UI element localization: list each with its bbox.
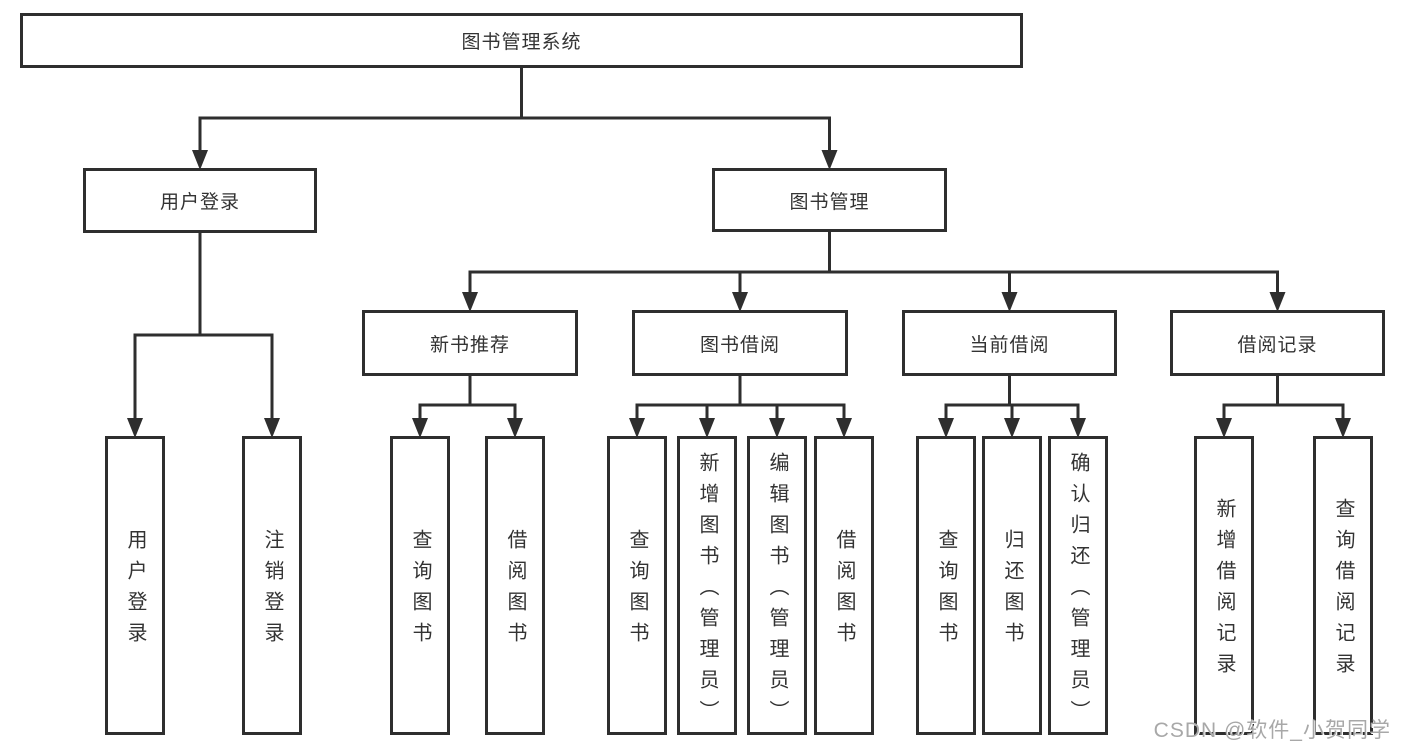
node-logout-action-label: 注销登录 [261, 529, 283, 653]
arrowhead-icon [629, 418, 645, 438]
arrowhead-icon [836, 418, 852, 438]
node-confirm-return-admin: 确认归还（管理员） [1048, 436, 1108, 735]
tree-connector-path [133, 66, 1345, 422]
node-add-borrow-record-label: 新增借阅记录 [1213, 498, 1235, 684]
node-query-books-3: 查询图书 [916, 436, 976, 735]
arrowhead-icon [1216, 418, 1232, 438]
arrowhead-icon [192, 150, 208, 170]
arrowhead-icon [1269, 292, 1286, 312]
node-edit-books-admin: 编辑图书（管理员） [747, 436, 807, 735]
node-borrow-books-2-label: 借阅图书 [833, 529, 855, 653]
node-query-books-1: 查询图书 [390, 436, 450, 735]
node-query-books-3-label: 查询图书 [935, 529, 957, 653]
arrowhead-icon [821, 150, 838, 170]
node-book-management-label: 图书管理 [789, 191, 870, 213]
node-edit-books-admin-label: 编辑图书（管理员） [766, 451, 788, 731]
node-borrow-books-1-label: 借阅图书 [504, 529, 526, 653]
arrowhead-icon [1335, 418, 1351, 438]
node-query-books-1-label: 查询图书 [409, 529, 431, 653]
node-add-borrow-record: 新增借阅记录 [1194, 436, 1254, 735]
node-borrowing-records: 借阅记录 [1170, 310, 1385, 376]
node-library-system: 图书管理系统 [20, 13, 1023, 68]
node-borrow-books-1: 借阅图书 [485, 436, 545, 735]
node-logout-action: 注销登录 [242, 436, 302, 735]
node-query-borrow-record: 查询借阅记录 [1313, 436, 1373, 735]
node-add-books-admin-label: 新增图书（管理员） [696, 451, 718, 731]
node-borrow-books-2: 借阅图书 [814, 436, 874, 735]
node-book-borrowing: 图书借阅 [632, 310, 848, 376]
node-add-books-admin: 新增图书（管理员） [677, 436, 737, 735]
arrowhead-icon [412, 418, 428, 438]
node-borrowing-records-label: 借阅记录 [1237, 334, 1318, 356]
node-current-borrowing-label: 当前借阅 [969, 334, 1050, 356]
node-return-books: 归还图书 [982, 436, 1042, 735]
node-query-books-2: 查询图书 [607, 436, 667, 735]
arrowhead-icon [1070, 418, 1086, 438]
node-book-management: 图书管理 [712, 168, 947, 232]
node-current-borrowing: 当前借阅 [902, 310, 1117, 376]
node-query-books-2-label: 查询图书 [626, 529, 648, 653]
node-user-login-action: 用户登录 [105, 436, 165, 735]
node-new-book-recommend: 新书推荐 [362, 310, 578, 376]
node-user-login-action-label: 用户登录 [124, 529, 146, 653]
arrowhead-icon [732, 292, 748, 312]
node-user-login-label: 用户登录 [159, 192, 240, 213]
watermark: CSDN @软件_小贺同学 [1153, 719, 1391, 742]
node-confirm-return-admin-label: 确认归还（管理员） [1067, 451, 1089, 731]
node-library-system-label: 图书管理系统 [461, 32, 582, 53]
arrowhead-icon [1001, 292, 1018, 312]
node-return-books-label: 归还图书 [1001, 529, 1023, 653]
arrowhead-icon [1004, 418, 1020, 438]
node-user-login: 用户登录 [83, 168, 317, 233]
arrowhead-icon [699, 418, 715, 438]
arrowhead-icon [938, 418, 954, 438]
node-book-borrowing-label: 图书借阅 [699, 334, 780, 356]
arrowhead-icon [507, 418, 523, 438]
arrowhead-icon [769, 418, 785, 438]
node-new-book-recommend-label: 新书推荐 [429, 334, 510, 356]
arrowhead-icon [462, 292, 478, 312]
node-query-borrow-record-label: 查询借阅记录 [1332, 498, 1354, 684]
arrowhead-icon [127, 418, 143, 438]
arrowhead-icon [264, 418, 280, 438]
